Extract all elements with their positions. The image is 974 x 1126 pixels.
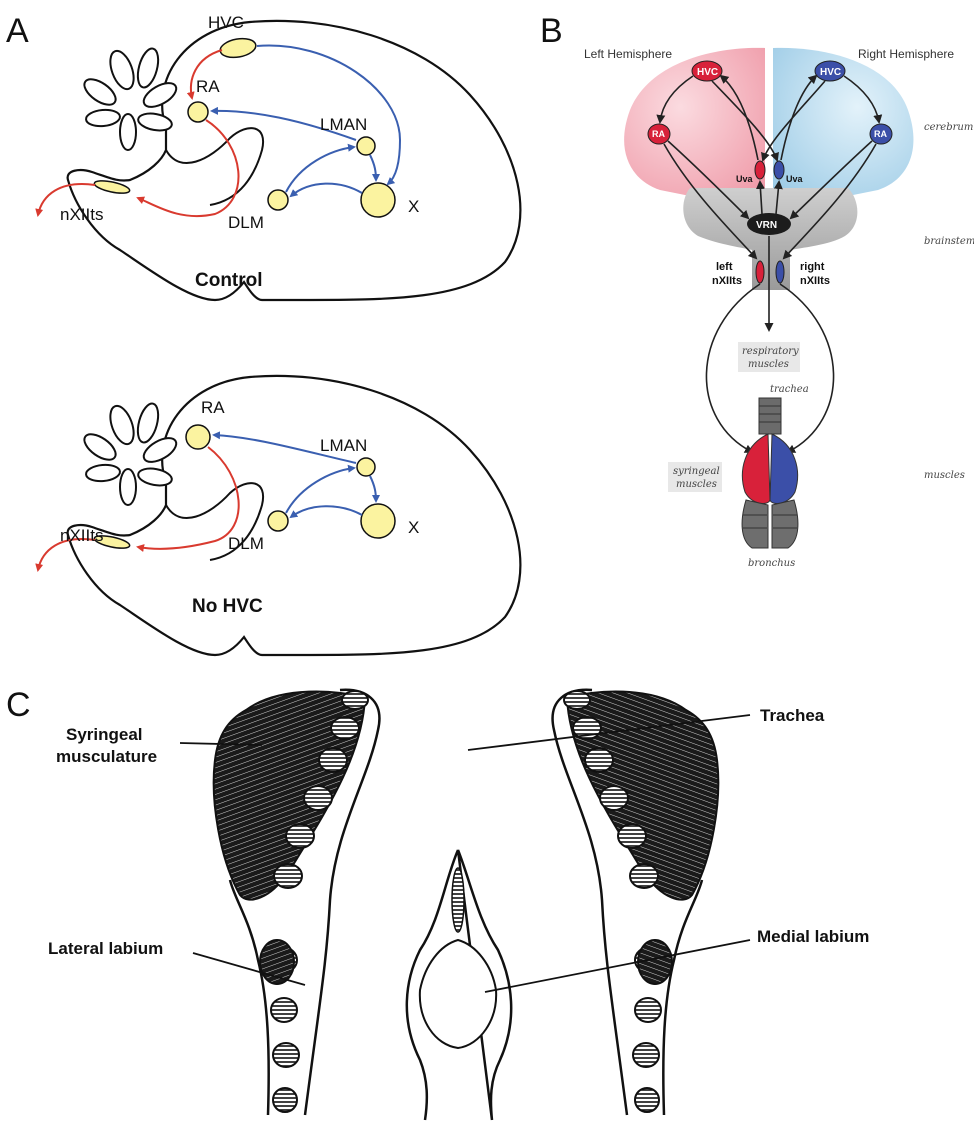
left-hemisphere-label: Left Hemisphere bbox=[584, 47, 672, 61]
no-hvc-brain-diagram: RA LMAN X DLM nXIIts No HVC bbox=[38, 376, 520, 655]
bronchus-label: bronchus bbox=[748, 558, 795, 569]
panel-letter-b: B bbox=[540, 12, 563, 50]
right-ra-label: RA bbox=[874, 129, 887, 139]
panel-letter-c: C bbox=[6, 686, 31, 724]
left-hvc-label: HVC bbox=[697, 67, 718, 78]
right-nxiits-label-line1: right bbox=[800, 261, 825, 273]
right-syrinx-half bbox=[553, 690, 719, 1115]
no-hvc-nxiits-label: nXIIts bbox=[60, 526, 103, 545]
panel-c: C bbox=[6, 686, 869, 1120]
control-x-label: X bbox=[408, 197, 419, 216]
syrinx-illustration bbox=[742, 398, 798, 548]
control-ra-nucleus bbox=[188, 102, 208, 122]
control-dlm-label: DLM bbox=[228, 213, 264, 232]
control-brain-outline bbox=[68, 21, 521, 300]
left-syrinx-half bbox=[214, 690, 380, 1115]
no-hvc-ra-label: RA bbox=[201, 398, 225, 417]
control-lman-label: LMAN bbox=[320, 115, 367, 134]
syringeal-musculature-label-line2: musculature bbox=[56, 747, 157, 766]
medial-labium-label: Medial labium bbox=[757, 927, 869, 946]
left-ra-label: RA bbox=[652, 129, 665, 139]
trachea-label: Trachea bbox=[760, 706, 825, 725]
no-hvc-dlm-label: DLM bbox=[228, 534, 264, 553]
muscles-region-label: muscles bbox=[924, 470, 965, 481]
control-title: Control bbox=[195, 270, 263, 291]
brainstem bbox=[683, 188, 857, 290]
right-nxiits-node bbox=[776, 261, 784, 283]
syringeal-musculature-label-line1: Syringeal bbox=[66, 725, 143, 744]
right-uva-node bbox=[774, 161, 784, 179]
lateral-labium-label: Lateral labium bbox=[48, 939, 163, 958]
syrinx-right-half bbox=[770, 434, 798, 504]
control-x-nucleus bbox=[361, 183, 395, 217]
no-hvc-x-label: X bbox=[408, 518, 419, 537]
right-hemisphere-label: Right Hemisphere bbox=[858, 47, 954, 61]
no-hvc-x-nucleus bbox=[361, 504, 395, 538]
vrn-label: VRN bbox=[756, 220, 777, 231]
no-hvc-title: No HVC bbox=[192, 596, 263, 617]
left-nxiits-node bbox=[756, 261, 764, 283]
control-lman-nucleus bbox=[357, 137, 375, 155]
syringeal-label-line1: syringeal bbox=[673, 466, 720, 477]
medial-labium-structure bbox=[407, 850, 511, 1120]
no-hvc-dlm-nucleus bbox=[268, 511, 288, 531]
trachea-small-label: trachea bbox=[770, 384, 809, 395]
control-ra-label: RA bbox=[196, 77, 220, 96]
left-uva-node bbox=[755, 161, 765, 179]
syringeal-label-line2: muscles bbox=[676, 479, 717, 490]
control-dlm-nucleus bbox=[268, 190, 288, 210]
right-labium-shape bbox=[638, 940, 672, 984]
syrinx-left-half bbox=[742, 434, 770, 504]
control-nxiits-label: nXIIts bbox=[60, 205, 103, 224]
panel-a: A bbox=[6, 12, 520, 655]
pessulus-cartilage bbox=[452, 868, 464, 932]
brainstem-region-label: brainstem bbox=[924, 236, 974, 247]
right-hvc-label: HVC bbox=[820, 67, 841, 78]
panel-b: B Left Hemisphere Right Hemisphere HVC H… bbox=[540, 12, 974, 569]
right-uva-label: Uva bbox=[786, 174, 804, 184]
no-hvc-lman-nucleus bbox=[357, 458, 375, 476]
control-brain-diagram: HVC RA LMAN X DLM nXIIts Control bbox=[38, 13, 520, 300]
control-hvc-label: HVC bbox=[208, 13, 244, 32]
panel-letter-a: A bbox=[6, 12, 29, 50]
left-uva-label: Uva bbox=[736, 174, 754, 184]
respiratory-label-line1: respiratory bbox=[742, 346, 799, 357]
no-hvc-lman-label: LMAN bbox=[320, 436, 367, 455]
left-nxiits-label-line1: left bbox=[716, 261, 733, 273]
right-nxiits-label-line2: nXIIts bbox=[800, 275, 830, 287]
respiratory-label-line2: muscles bbox=[748, 359, 789, 370]
cerebrum-region-label: cerebrum bbox=[924, 122, 973, 133]
left-nxiits-label-line2: nXIIts bbox=[712, 275, 742, 287]
no-hvc-ra-nucleus bbox=[186, 425, 210, 449]
